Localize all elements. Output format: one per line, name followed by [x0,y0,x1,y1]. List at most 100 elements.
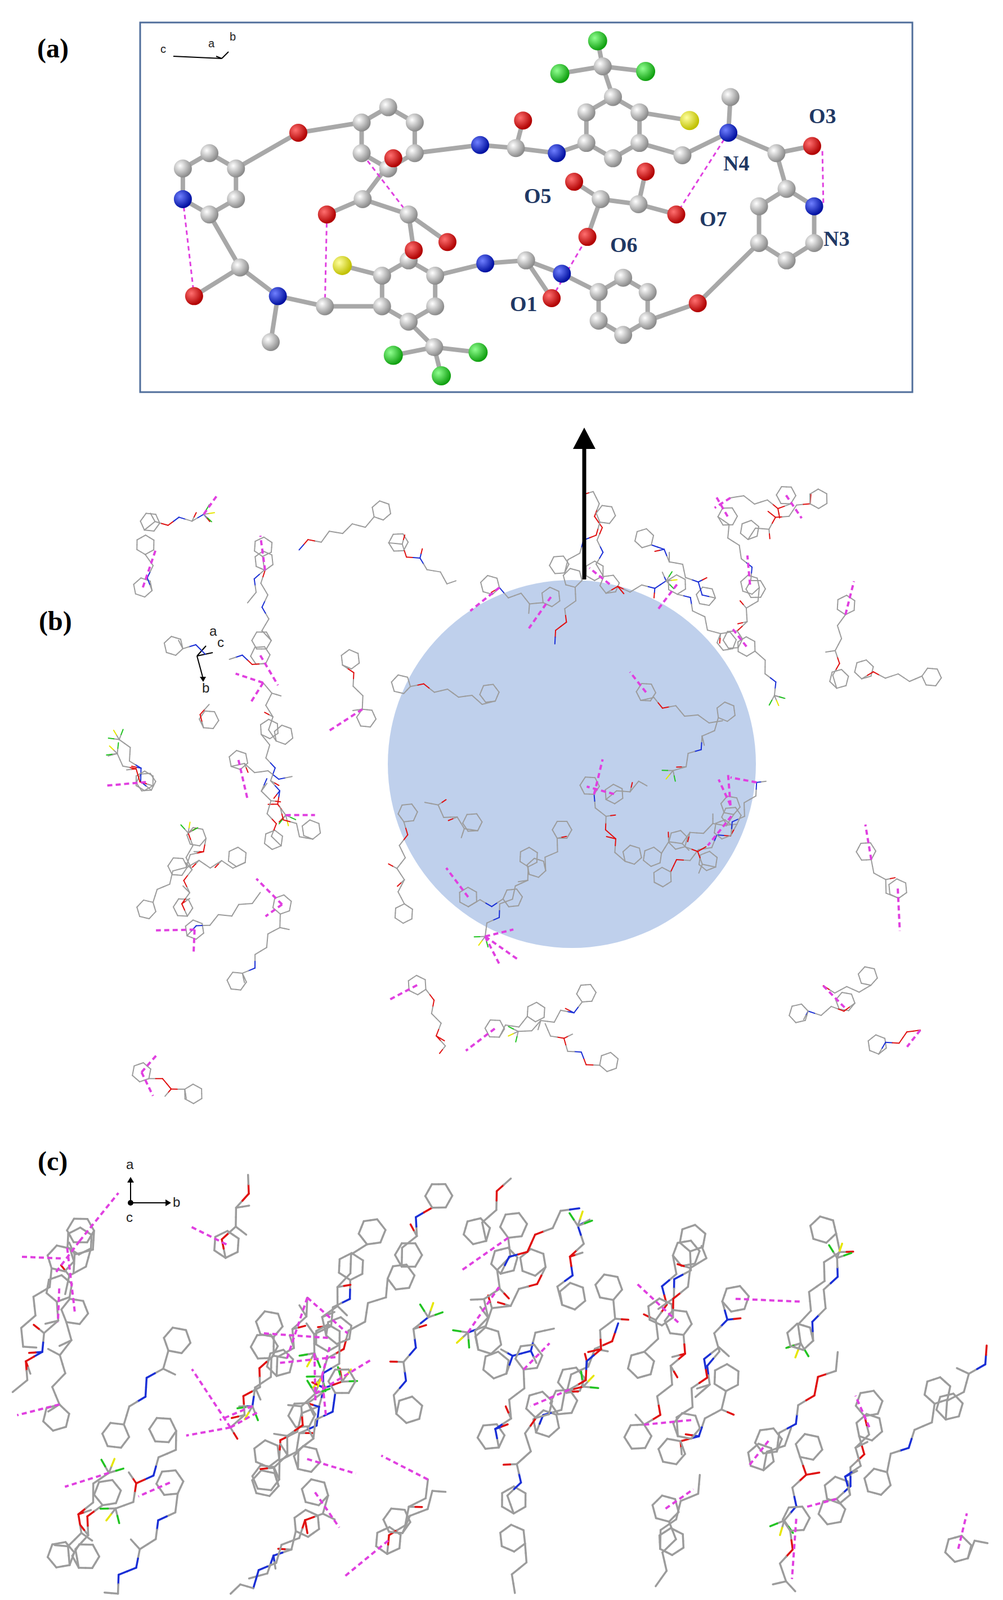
wire-bond [480,822,483,827]
wire-bond [497,899,504,904]
wire-bond [277,798,279,805]
wire-bond [133,584,135,590]
wire-bond [496,578,499,584]
wire-bond [267,553,272,555]
wire-bond [543,861,545,867]
wire-bond [665,842,669,848]
wire-bond [436,1036,441,1042]
wire-bond [493,684,496,689]
wire-bond [421,978,426,981]
wire-bond [188,839,191,845]
wire-bond [905,883,907,889]
wire-bond [544,857,546,865]
wire-bond [136,907,138,912]
wire-bond [602,506,608,507]
wire-bond [492,576,497,579]
wire-bond [723,520,729,525]
wire-bond [144,771,149,774]
wire-bond [792,1019,796,1023]
wire-bond [532,862,537,866]
wire-bond [518,881,523,882]
wire-bond [885,676,892,679]
wire-bond [490,1019,496,1022]
wire-bond [395,918,400,921]
wire-bond [768,529,770,535]
wire-bond [267,688,272,694]
wire-bond [246,758,248,764]
wire-bond [643,860,648,864]
wire-bond [872,866,874,874]
wire-bond [357,654,360,660]
wire-bond [358,525,366,528]
wire-bond [132,1076,137,1080]
wire-bond [595,808,602,813]
wire-bond [712,841,715,848]
wire-bond [399,845,402,853]
wire-bond [178,517,186,519]
wire-bond [590,984,594,989]
wire-bond [232,863,237,867]
wire-bond [348,669,355,674]
wire-bond [846,987,853,991]
wire-bond [655,863,661,866]
atom-ball [226,159,245,178]
wire-bond [858,974,861,979]
wire-bond [835,650,838,657]
wire-bond [647,697,655,700]
wire-bond [268,730,273,736]
wire-bond [270,800,276,802]
wire-bond [733,636,737,640]
wire-bond [260,583,264,590]
bond-stick [209,214,240,268]
wire-bond [842,595,847,598]
wire-bond [357,691,364,696]
wire-bond [348,650,354,652]
wire-bond [742,621,748,627]
wire-bond [280,807,282,814]
wire-bond [400,818,404,823]
wire-bond [480,582,482,588]
wire-bond [599,1065,604,1069]
wire-bond [544,864,547,872]
wire-bond [535,1019,540,1023]
wire-bond [254,955,256,962]
wire-bond [701,733,709,737]
wire-bond [198,514,204,518]
wire-bond [718,836,723,840]
wire-bond [556,601,561,604]
wire-bond [564,609,566,616]
wire-bond [468,903,474,907]
wire-bond [703,829,709,835]
wire-bond [145,552,150,555]
wire-bond [563,575,565,581]
wire-bond [109,746,114,751]
wire-bond [629,588,636,593]
wire-bond [776,490,779,495]
wire-bond [579,781,583,786]
wire-bond [858,856,862,861]
wire-bond [251,641,254,646]
wire-bond [585,1064,593,1067]
wire-bond [265,758,271,764]
wire-bond [278,725,282,729]
wire-bond [769,700,773,706]
wire-bond [679,767,687,769]
wire-bond [137,578,141,582]
wire-bond [682,564,684,572]
wire-bond [185,893,190,899]
wire-bond [690,597,692,605]
wire-bond [260,724,262,731]
wire-bond [278,791,280,799]
wire-bond [185,1099,190,1102]
wire-bond [264,712,269,715]
wire-bond [408,906,413,910]
wire-bond [527,1005,533,1008]
wire-bond [261,785,264,792]
wire-bond [374,517,379,519]
wire-bond [439,1050,443,1055]
wire-bond [549,561,552,566]
wire-bond [229,657,236,660]
wire-bond [265,832,271,835]
wire-bond [508,596,515,599]
wire-bond [542,590,546,594]
